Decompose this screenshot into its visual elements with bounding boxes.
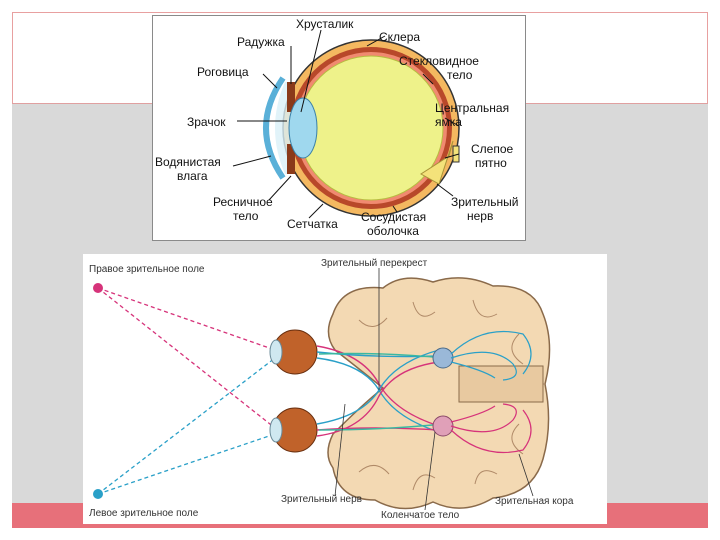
vitreous-body-shape <box>298 55 444 201</box>
optic-radiations <box>450 331 532 453</box>
right-eye-lens <box>269 339 283 365</box>
label-choroid-line1: Сосудистая <box>361 210 426 224</box>
visual-pathway-diagram: Правое зрительное поле Зрительный перекр… <box>83 254 607 524</box>
label-cornea: Роговица <box>197 65 249 79</box>
label-lens: Хрусталик <box>296 17 354 31</box>
label-pupil: Зрачок <box>187 115 226 129</box>
label-vitreous-line1: Стекловидное <box>399 54 479 68</box>
iris-upper-shape <box>287 82 295 112</box>
lens-shape <box>288 97 318 159</box>
label-optic-chiasm: Зрительный перекрест <box>321 258 428 269</box>
label-visual-cortex: Зрительная кора <box>495 496 574 507</box>
label-aqueous-line1: Водянистая <box>155 155 221 169</box>
label-retina: Сетчатка <box>287 217 338 231</box>
label-iris: Радужка <box>237 35 285 49</box>
label-right-visual-field: Правое зрительное поле <box>89 264 205 275</box>
label-nerve-line1: Зрительный <box>451 195 518 209</box>
label-choroid-line2: оболочка <box>367 224 419 238</box>
visual-pathway-svg: Правое зрительное поле Зрительный перекр… <box>89 258 574 521</box>
eye-cross-section: Хрусталик Радужка Склера Роговица Стекло… <box>155 17 518 238</box>
cornea-shape <box>263 76 286 180</box>
label-vitreous-line2: тело <box>447 68 473 82</box>
optic-nerve-shape <box>420 140 454 185</box>
label-fovea-line2: ямка <box>435 115 462 129</box>
optic-tracts <box>316 345 444 437</box>
label-ciliary-line1: Ресничное <box>213 195 273 209</box>
label-leader-lines <box>232 29 460 219</box>
left-eye-lens <box>269 417 283 443</box>
label-fovea-line1: Центральная <box>435 101 509 115</box>
field-rays <box>97 287 276 495</box>
eye-anatomy-diagram: Хрусталик Радужка Склера Роговица Стекло… <box>152 15 526 241</box>
label-optic-nerve: Зрительный нерв <box>281 494 362 505</box>
label-geniculate-body: Коленчатое тело <box>381 510 460 521</box>
geniculate-body-lower <box>432 415 454 437</box>
occipital-region <box>458 365 544 403</box>
label-sclera: Склера <box>379 30 420 44</box>
label-nerve-line2: нерв <box>467 209 493 223</box>
label-blind-spot-line1: Слепое <box>471 142 514 156</box>
geniculate-body-upper <box>432 347 454 369</box>
brain-cross-section <box>327 277 551 510</box>
label-ciliary-line2: тело <box>233 209 259 223</box>
label-left-visual-field: Левое зрительное поле <box>89 508 199 519</box>
pathway-leader-lines <box>334 268 534 511</box>
label-aqueous-line2: влага <box>177 169 208 183</box>
iris-lower-shape <box>287 144 295 174</box>
label-blind-spot-line2: пятно <box>475 156 507 170</box>
